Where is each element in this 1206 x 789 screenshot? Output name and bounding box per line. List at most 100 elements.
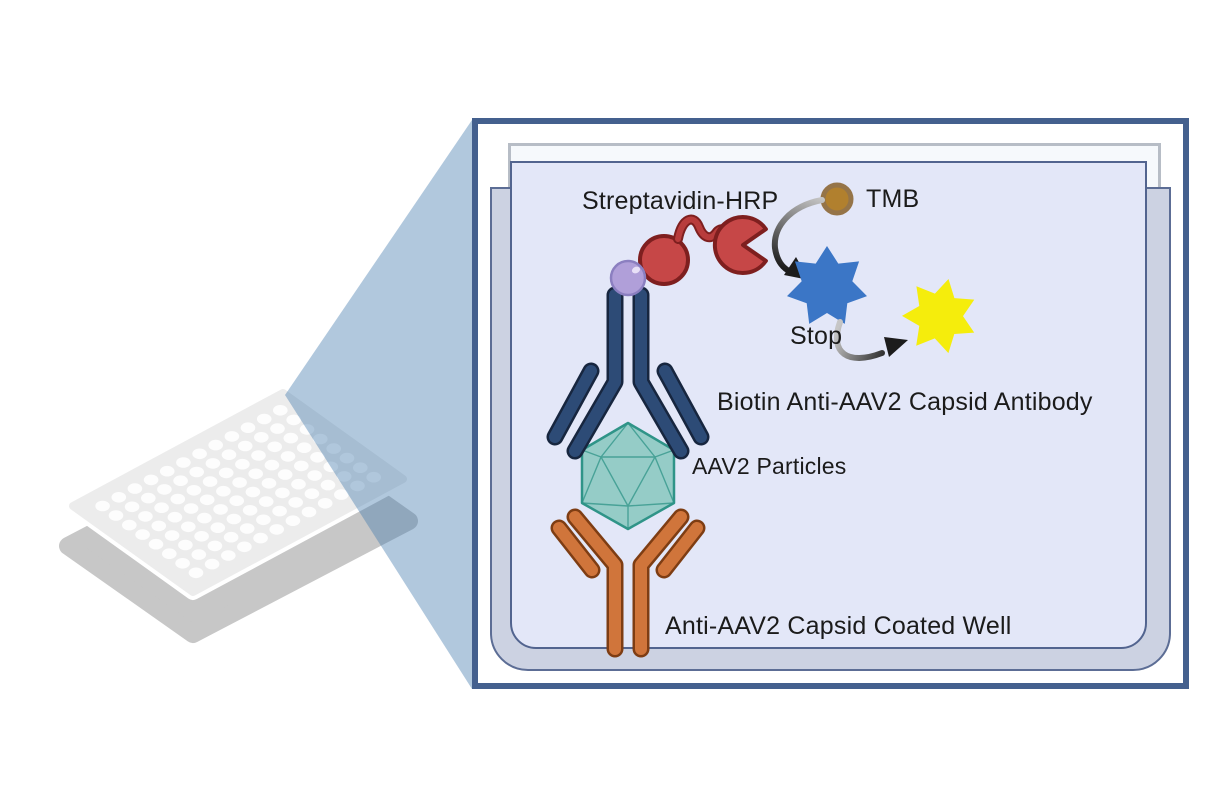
plate-well (108, 510, 124, 521)
plate-well (256, 413, 272, 425)
label-aav2-particles: AAV2 Particles (692, 453, 847, 479)
plate-well (221, 449, 237, 461)
assay-illustration (546, 182, 975, 658)
plate-well (232, 477, 247, 488)
plate-well (197, 512, 212, 524)
plate-well (317, 498, 333, 509)
plate-well (192, 448, 207, 460)
plate-well (251, 450, 266, 461)
plate-well (273, 405, 288, 416)
plate-well (175, 558, 190, 569)
plate-well (323, 461, 339, 473)
plate-well (189, 466, 204, 478)
plate-well (210, 522, 226, 533)
aav2-particle-facets (581, 422, 675, 529)
plate-well (253, 532, 268, 544)
oxidized-tmb-star-icon (787, 246, 867, 324)
plate-well (301, 506, 317, 518)
plate-well (186, 485, 202, 496)
plate-well (181, 521, 196, 533)
plate-well (313, 433, 328, 445)
plate-well (350, 480, 365, 492)
plate-well (122, 519, 137, 531)
plate-well (176, 457, 191, 468)
plate-well (256, 514, 271, 526)
plate-well (326, 443, 342, 454)
plate-well (253, 432, 269, 443)
plate-well (285, 515, 301, 526)
plate-well (173, 475, 188, 487)
plate-well (194, 531, 209, 542)
plate-well (237, 440, 253, 452)
plate-well (191, 549, 207, 560)
plate-well (307, 470, 323, 481)
stopped-tmb-star-icon (902, 279, 975, 354)
plate-well (296, 442, 312, 454)
plate-well (239, 523, 255, 534)
plate-well (164, 530, 180, 541)
plate-well (178, 539, 193, 551)
plate-well (205, 458, 221, 469)
plate-well (157, 484, 172, 495)
plate-well (138, 511, 153, 522)
plate-well (213, 504, 228, 515)
biotin-bead-icon (609, 259, 647, 297)
plate-well (199, 494, 215, 506)
plate-well (245, 486, 261, 498)
plate-well (242, 505, 258, 516)
plate-well (151, 520, 167, 532)
plate-well (141, 492, 156, 504)
label-tmb: TMB (866, 185, 920, 213)
plate-well (334, 489, 349, 500)
plate-well (229, 495, 244, 507)
plate-well (202, 476, 218, 487)
plate-well (135, 529, 150, 540)
plate-well (167, 511, 183, 523)
plate-well (270, 423, 285, 434)
plate-well (283, 432, 299, 444)
plate-well (216, 485, 231, 497)
label-streptavidin-hrp: Streptavidin-HRP (582, 187, 779, 215)
plate-well (183, 503, 199, 514)
plate-well (124, 501, 140, 513)
plate-well (204, 558, 220, 570)
plate-well (148, 538, 164, 550)
plate-well (310, 452, 325, 463)
detection-antibody-icon (546, 286, 710, 460)
plate-well (170, 493, 186, 505)
plate-well (261, 478, 277, 489)
plate-well (159, 465, 175, 477)
tmb-substrate-icon (820, 182, 854, 216)
plate-well (226, 513, 242, 525)
plate-well (353, 462, 368, 474)
stop-arrow-icon (833, 319, 908, 361)
label-stop: Stop (790, 322, 843, 350)
plate-well (286, 414, 302, 426)
plate-well (339, 452, 355, 464)
plate-well (366, 471, 382, 483)
plate-well (207, 540, 223, 552)
plate-well (299, 424, 315, 435)
plate-well (208, 439, 223, 451)
plate-well (275, 487, 290, 499)
plate-well (320, 479, 336, 491)
plate-well (267, 441, 283, 453)
plate-well (258, 496, 274, 507)
capture-antibody-icon (550, 508, 706, 658)
plate-well (280, 451, 296, 462)
label-biotin-antibody: Biotin Anti-AAV2 Capsid Antibody (717, 388, 1093, 416)
aav2-particle-icon (580, 421, 676, 531)
plate-well (162, 548, 177, 559)
plate-well (294, 460, 309, 472)
plate-well (269, 524, 285, 535)
streptavidin-icon (638, 234, 690, 286)
plate-well (240, 422, 256, 434)
zoom-beam (285, 120, 472, 689)
plate-well (248, 468, 263, 480)
microplate-wells (95, 405, 382, 579)
plate-well (264, 459, 280, 471)
plate-well (111, 492, 127, 503)
plate-well (218, 467, 234, 479)
plate-well (95, 500, 110, 512)
